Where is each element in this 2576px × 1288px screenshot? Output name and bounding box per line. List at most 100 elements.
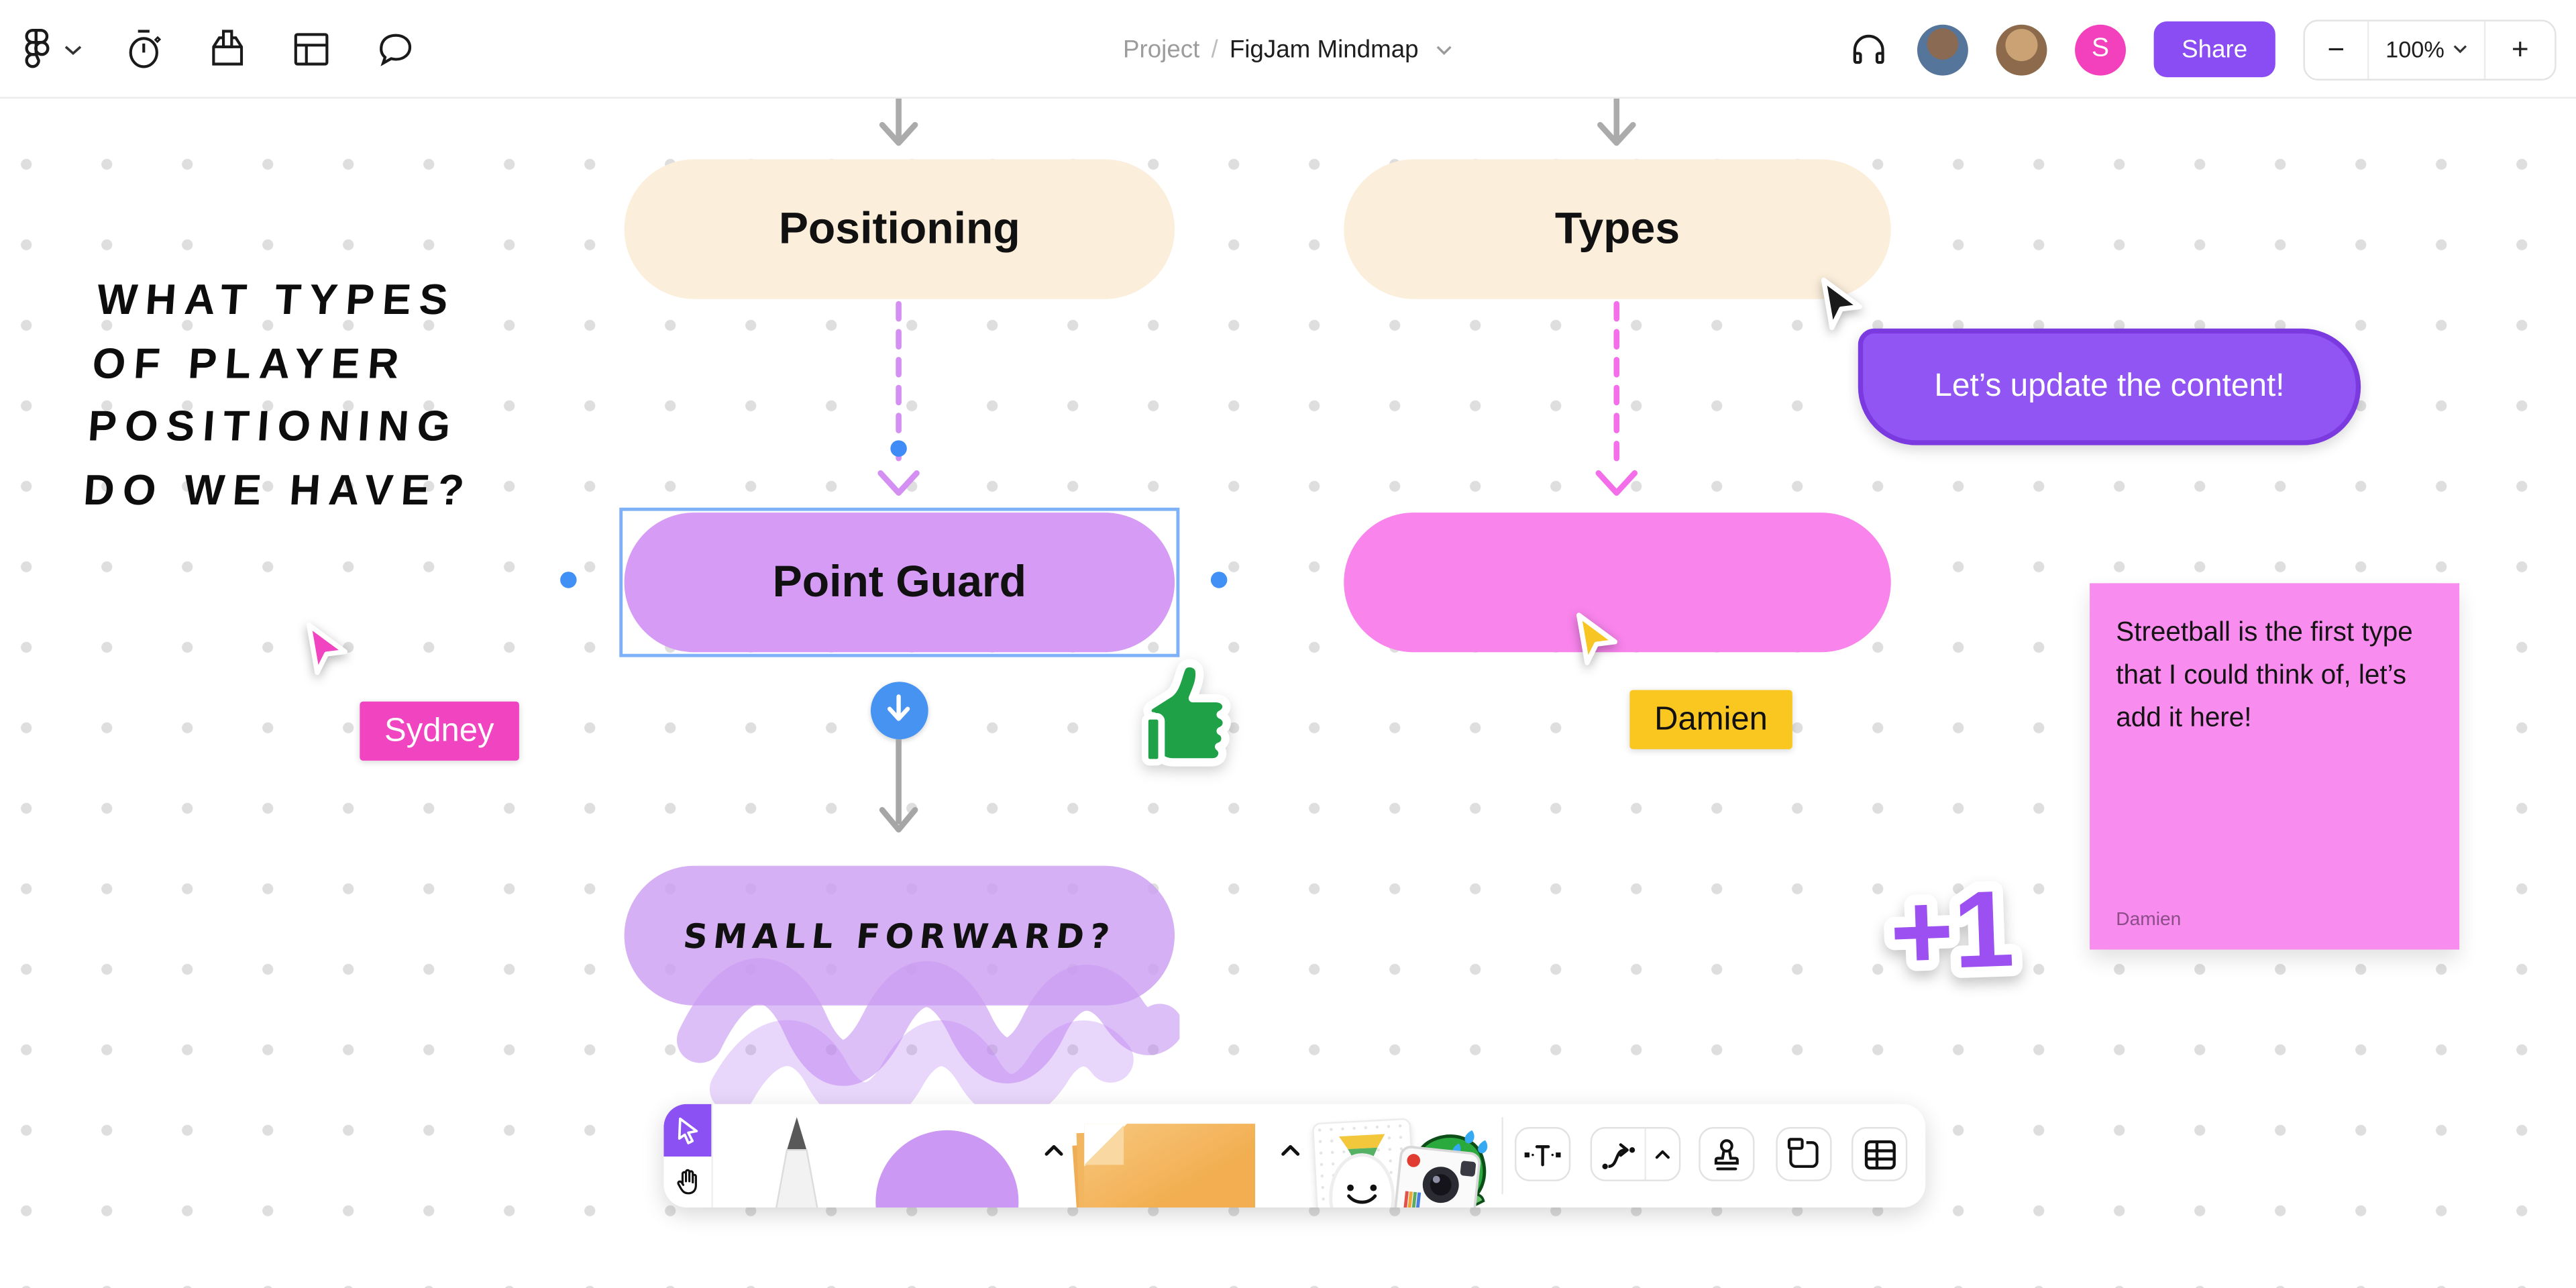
text-tool-button[interactable] [1514, 1127, 1571, 1181]
layout-template-icon [290, 30, 331, 69]
shape-tool-expand-button[interactable] [1043, 1143, 1065, 1157]
whiteboard-canvas[interactable]: WHAT TYPES OF PLAYER POSITIONING DO WE H… [0, 98, 2576, 1288]
connector-handle-left[interactable] [560, 572, 577, 588]
node-label: SMALL FORWARD? [681, 916, 1118, 956]
add-child-node-button[interactable] [869, 681, 928, 739]
breadcrumb[interactable]: Project / FigJam Mindmap [0, 0, 2576, 99]
sticky-fold-shade [1084, 1125, 1124, 1165]
hand-icon [677, 1169, 697, 1195]
connector-handle-right[interactable] [1210, 572, 1228, 588]
sticky-note-text: Streetball is the first type that I coul… [2116, 617, 2413, 733]
timer-icon [125, 28, 164, 71]
selection-box [619, 507, 1180, 657]
sticky-note[interactable]: Streetball is the first type that I coul… [2090, 583, 2460, 950]
cursor-label-sydney: Sydney [360, 701, 519, 761]
question-line: POSITIONING [86, 400, 461, 451]
toolbox-button[interactable] [207, 28, 248, 71]
section-icon [1787, 1138, 1819, 1168]
chevron-up-icon [1281, 1144, 1300, 1156]
top-right-tools: S Share − 100% + [1848, 0, 2557, 99]
connector-tool-button[interactable] [1590, 1127, 1681, 1181]
table-icon [1864, 1139, 1895, 1169]
shape-tool[interactable] [875, 1130, 1019, 1208]
node-label: Point Guard [772, 557, 1027, 606]
avatar-user-s[interactable]: S [2074, 23, 2126, 75]
question-line: WHAT TYPES [95, 274, 458, 324]
text-tool-icon [1524, 1144, 1561, 1166]
plus-one-sticker[interactable]: +1 [1873, 846, 2037, 1004]
connector-positioning-pointguard[interactable] [866, 299, 932, 506]
zoom-controls: − 100% + [2303, 19, 2557, 80]
headphones-icon [1848, 30, 1889, 69]
zoom-in-button[interactable]: + [2483, 20, 2555, 78]
sticky-note-tool[interactable] [1084, 1124, 1256, 1208]
cursor-damien-icon [1576, 612, 1618, 665]
bottom-toolbar [663, 1104, 1926, 1208]
toolbar-separator [711, 1104, 713, 1208]
zoom-out-button[interactable]: − [2305, 20, 2369, 78]
hand-tool-button[interactable] [663, 1155, 712, 1208]
toolbar-divider [1501, 1117, 1503, 1195]
cursor-name: Damien [1654, 700, 1768, 737]
thumbs-up-sticker[interactable] [1130, 657, 1236, 792]
connector-types-newnode[interactable] [1584, 299, 1650, 506]
chat-bubble-text: Let’s update the content! [1934, 368, 2285, 405]
toolbox-icon [207, 28, 248, 71]
select-tool-button[interactable] [663, 1104, 712, 1156]
section-tool-button[interactable] [1776, 1127, 1832, 1181]
zoom-level-menu[interactable]: 100% [2369, 21, 2483, 78]
sticker-camera[interactable] [1393, 1144, 1482, 1208]
table-tool-button[interactable] [1851, 1127, 1908, 1181]
audio-button[interactable] [1848, 30, 1889, 69]
figma-logo-icon [19, 25, 54, 74]
timer-button[interactable] [125, 28, 164, 71]
node-positioning[interactable]: Positioning [624, 159, 1175, 299]
zoom-chevron-icon [2453, 44, 2467, 54]
sticky-note-author: Damien [2116, 910, 2182, 930]
cursor-name: Sydney [384, 712, 494, 749]
marker-tool[interactable] [762, 1114, 831, 1208]
top-bar: Project / FigJam Mindmap S Share [0, 0, 2576, 99]
chevron-up-icon [1655, 1150, 1670, 1159]
sticker-egg-smiley[interactable] [1324, 1152, 1400, 1208]
cursor-label-damien: Damien [1629, 690, 1792, 749]
main-menu-button[interactable] [19, 25, 82, 74]
incoming-arrow-types[interactable] [1592, 98, 1641, 164]
cursor-black-icon [1821, 277, 1862, 331]
arrow-down-icon [887, 694, 910, 721]
connector-pointguard-smallforward[interactable] [874, 739, 923, 851]
chat-button[interactable] [374, 29, 415, 70]
breadcrumb-separator: / [1211, 35, 1218, 64]
node-point-guard[interactable]: Point Guard [624, 513, 1175, 653]
breadcrumb-project[interactable]: Project [1122, 35, 1200, 64]
question-line: DO WE HAVE? [82, 464, 474, 514]
connector-tool-main[interactable] [1592, 1128, 1646, 1180]
connector-endpoint-dot[interactable] [890, 440, 907, 457]
connector-icon [1602, 1142, 1635, 1169]
node-types[interactable]: Types [1344, 159, 1891, 299]
cursor-sydney-icon [306, 623, 348, 676]
svg-text:+1: +1 [1888, 868, 2015, 993]
chevron-down-icon [64, 44, 83, 55]
node-small-forward[interactable]: SMALL FORWARD? [624, 865, 1175, 1006]
question-line: OF PLAYER [91, 337, 409, 387]
avatar-user-1[interactable] [1917, 23, 1968, 75]
incoming-arrow-positioning[interactable] [874, 98, 923, 164]
avatar-user-2[interactable] [1996, 23, 2047, 75]
stamp-tool-button[interactable] [1699, 1127, 1755, 1181]
breadcrumb-file-name[interactable]: FigJam Mindmap [1229, 35, 1419, 64]
file-menu-chevron-icon[interactable] [1437, 44, 1453, 55]
chat-icon [374, 29, 415, 70]
node-label: Positioning [778, 203, 1020, 254]
stamp-icon [1714, 1139, 1739, 1171]
avatar-initial: S [2091, 34, 2109, 63]
share-button[interactable]: Share [2153, 21, 2275, 78]
connector-tool-expand-button[interactable] [1646, 1148, 1679, 1160]
sticky-tool-expand-button[interactable] [1280, 1143, 1301, 1157]
cursor-chat-bubble: Let’s update the content! [1858, 328, 2361, 445]
template-button[interactable] [290, 30, 331, 69]
node-label: Types [1554, 203, 1680, 254]
node-new-type[interactable] [1344, 513, 1891, 653]
handwritten-question-text[interactable]: WHAT TYPES OF PLAYER POSITIONING DO WE H… [82, 268, 488, 521]
